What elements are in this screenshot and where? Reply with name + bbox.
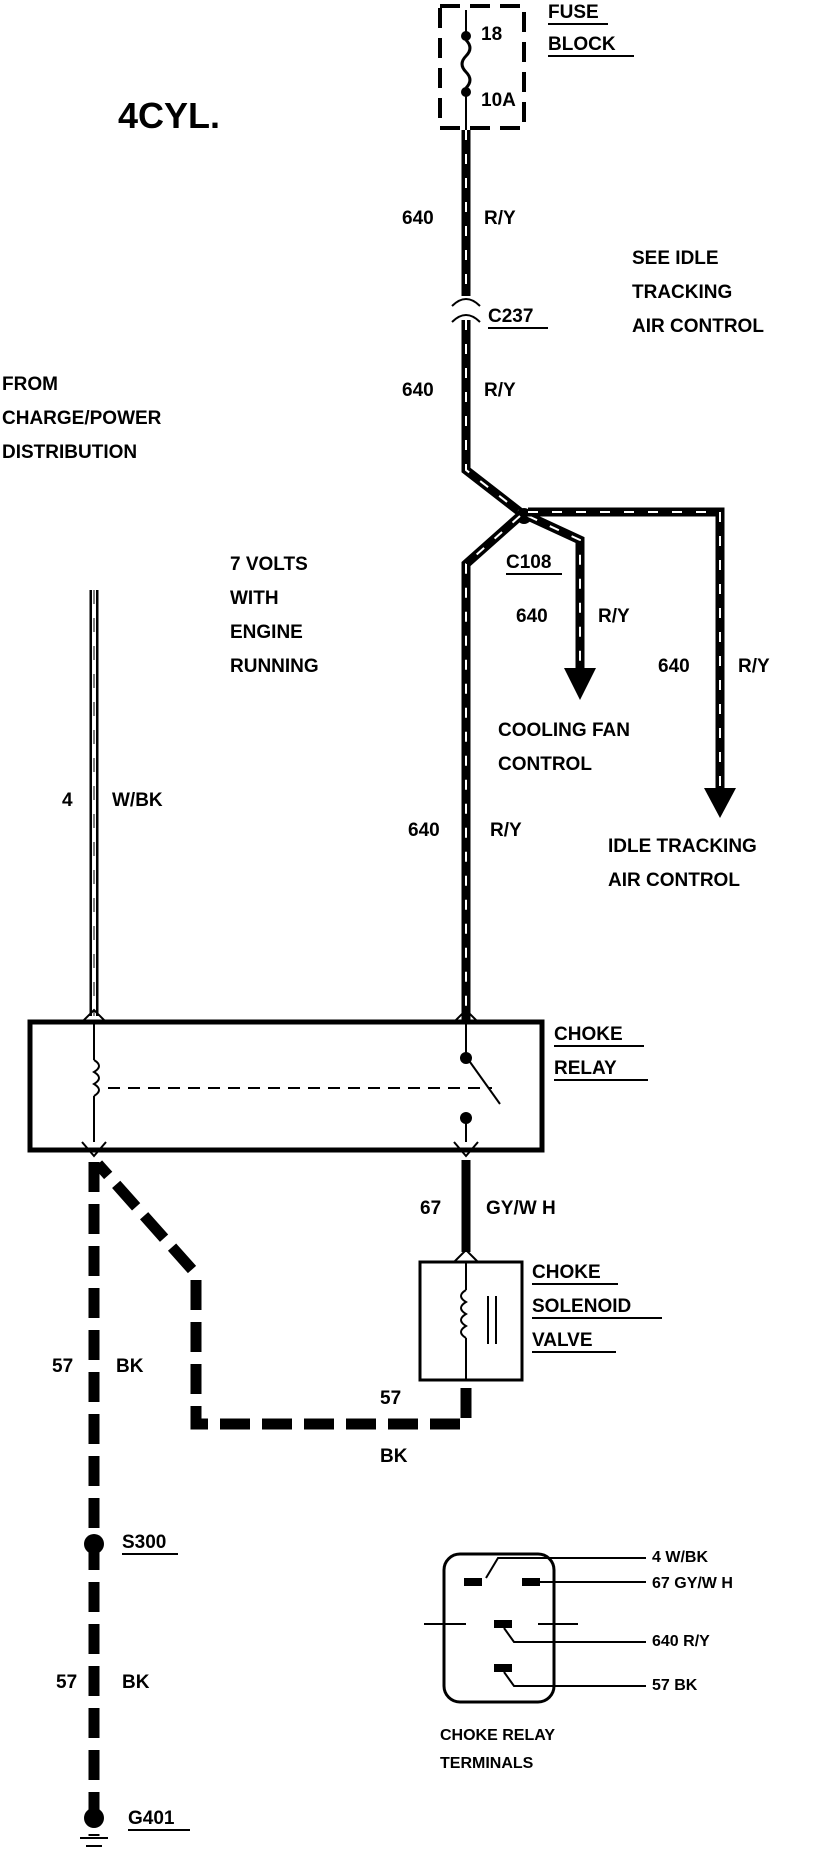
wire-640-circuit: 640	[408, 820, 440, 841]
fuse-number: 18	[481, 24, 502, 45]
wire-67-color: GY/W H	[486, 1198, 556, 1219]
terminal-pin	[464, 1578, 482, 1586]
note-line: CONTROL	[498, 754, 592, 775]
fuse-symbol	[460, 38, 472, 90]
engine-title: 4CYL.	[118, 95, 220, 136]
solenoid-label-1: CHOKE	[532, 1262, 601, 1283]
c237-label: C237	[488, 306, 533, 327]
g401-label: G401	[128, 1808, 175, 1829]
s300-label: S300	[122, 1532, 166, 1553]
relay-switch-icon	[469, 1061, 501, 1105]
wire-4-color: W/BK	[112, 790, 163, 811]
solenoid-label-3: VALVE	[532, 1330, 593, 1351]
splice-s300: S300	[84, 1532, 178, 1555]
note-see-idle: SEE IDLE TRACKING AIR CONTROL	[632, 248, 764, 337]
note-line: IDLE TRACKING	[608, 836, 757, 857]
fuse-block: 18 10A FUSE BLOCK	[438, 2, 634, 130]
solenoid-coil-icon	[460, 1289, 468, 1339]
choke-relay: CHOKE RELAY	[27, 1008, 648, 1158]
wire-640-cooling-fan: 640 R/Y	[516, 511, 630, 700]
terminals-view: 4 W/BK 67 GY/W H 640 R/Y 57 BK CHOKE REL…	[424, 1549, 733, 1772]
wire-640-middle: 640 R/Y	[402, 320, 523, 516]
wire-640-color: R/Y	[738, 656, 770, 677]
note-line: WITH	[230, 588, 279, 609]
wire-57-circuit: 57	[56, 1672, 77, 1693]
note-cooling-fan: COOLING FAN CONTROL	[498, 720, 630, 775]
wire-57-color: BK	[380, 1446, 408, 1467]
note-line: AIR CONTROL	[632, 316, 764, 337]
wire-640-color: R/Y	[484, 208, 516, 229]
note-line: RUNNING	[230, 656, 319, 677]
wire-640-color: R/Y	[490, 820, 522, 841]
fuse-rating: 10A	[481, 90, 516, 111]
choke-relay-label-1: CHOKE	[554, 1024, 623, 1045]
wire-640-idle-tracking: 640 R/Y	[528, 507, 770, 818]
note-line: FROM	[2, 374, 58, 395]
note-from-charge: FROM CHARGE/POWER DISTRIBUTION	[2, 374, 162, 463]
wire-640-color: R/Y	[484, 380, 516, 401]
note-line: ENGINE	[230, 622, 303, 643]
wire-4: 4 W/BK	[62, 590, 163, 1016]
wire-57-loop: 57 BK	[93, 1160, 472, 1467]
terminal-pin	[494, 1620, 512, 1628]
note-volts: 7 VOLTS WITH ENGINE RUNNING	[230, 554, 319, 677]
wire-640-circuit: 640	[402, 208, 434, 229]
choke-relay-label-2: RELAY	[554, 1058, 617, 1079]
solenoid-label-2: SOLENOID	[532, 1296, 631, 1317]
wire-640-color: R/Y	[598, 606, 630, 627]
note-line: AIR CONTROL	[608, 870, 740, 891]
c108-label: C108	[506, 552, 551, 573]
wire-57-color: BK	[116, 1356, 144, 1377]
choke-solenoid-valve: CHOKE SOLENOID VALVE	[418, 1248, 662, 1382]
terminal-pin	[522, 1578, 540, 1586]
terminals-title-1: CHOKE RELAY	[440, 1727, 555, 1744]
wire-640-lower: 640 R/Y	[408, 512, 523, 1020]
ground-g401: G401	[80, 1808, 190, 1847]
wire-67: 67 GY/W H	[420, 1160, 556, 1252]
connector-c237: C237	[451, 298, 548, 329]
terminal-label: 4 W/BK	[652, 1549, 708, 1566]
note-line: 7 VOLTS	[230, 554, 308, 575]
terminal-label: 640 R/Y	[652, 1633, 710, 1650]
terminal-label: 57 BK	[652, 1677, 698, 1694]
wire-640-circuit: 640	[658, 656, 690, 677]
fuse-block-label-2: BLOCK	[548, 34, 616, 55]
note-line: SEE IDLE	[632, 248, 719, 269]
note-line: TRACKING	[632, 282, 732, 303]
wire-640-upper: 640 R/Y	[402, 130, 516, 296]
wire-640-circuit: 640	[402, 380, 434, 401]
terminal-pin	[494, 1664, 512, 1672]
wire-57-ground: 57 BK 57 BK	[52, 1162, 150, 1836]
wire-67-circuit: 67	[420, 1198, 441, 1219]
fuse-block-label-1: FUSE	[548, 2, 599, 23]
note-line: DISTRIBUTION	[2, 442, 137, 463]
note-line: CHARGE/POWER	[2, 408, 162, 429]
wire-57-circuit: 57	[52, 1356, 73, 1377]
arrow-down-icon	[704, 788, 736, 818]
terminals-title-2: TERMINALS	[440, 1755, 534, 1772]
relay-coil-icon	[92, 1059, 100, 1097]
wire-4-circuit: 4	[62, 790, 73, 811]
wire-57-color: BK	[122, 1672, 150, 1693]
note-idle-tracking: IDLE TRACKING AIR CONTROL	[608, 836, 757, 891]
note-line: COOLING FAN	[498, 720, 630, 741]
terminal-label: 67 GY/W H	[652, 1575, 733, 1592]
arrow-down-icon	[564, 668, 596, 700]
wire-640-circuit: 640	[516, 606, 548, 627]
wire-57-circuit: 57	[380, 1388, 401, 1409]
